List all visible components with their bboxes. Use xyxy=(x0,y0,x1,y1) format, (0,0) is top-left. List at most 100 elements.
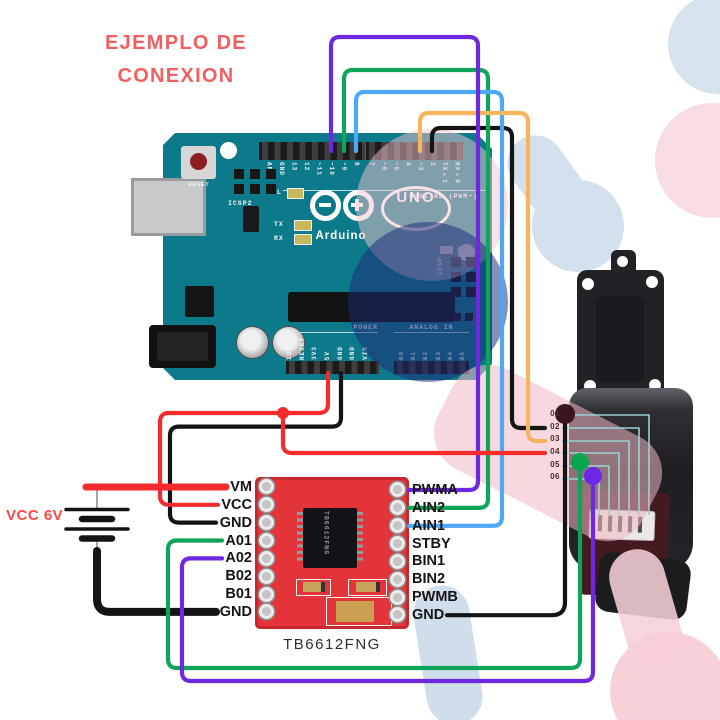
driver-pin-label: VCC xyxy=(221,496,252,513)
driver-pin-label: AIN1 xyxy=(412,517,446,534)
pin-label: 13 xyxy=(287,162,300,188)
pin-label-text: ~10 xyxy=(328,162,335,176)
driver-pin-hole xyxy=(390,482,405,498)
power-header xyxy=(286,361,379,374)
wire-d9-to-ain2 xyxy=(341,67,491,510)
page-title: EJEMPLO DE CONEXION xyxy=(80,27,272,93)
wire-a01-to-motor-05 xyxy=(165,459,583,671)
usb-connector xyxy=(131,178,206,236)
title-line-2: CONEXION xyxy=(117,65,235,87)
driver-chip-marking: TB6612FNG xyxy=(322,511,330,567)
pin-label-text: GND xyxy=(277,162,285,176)
driver-resistor-2 xyxy=(348,579,387,596)
driver-pin-row: PWMA xyxy=(390,481,520,499)
driver-pin-hole xyxy=(390,571,405,587)
arduino-logo-minus xyxy=(319,203,331,207)
motor-pin-number: 01 xyxy=(550,409,560,418)
usb-interface-chip xyxy=(243,206,259,232)
icsp2-header xyxy=(234,169,244,179)
driver-name-label: TB6612FNG xyxy=(283,636,381,653)
driver-pin-hole xyxy=(390,500,405,516)
encoder-trace-04 xyxy=(561,452,620,515)
capacitor-1 xyxy=(236,326,269,359)
driver-pin-row: A02 xyxy=(150,549,274,567)
battery-label: VCC 6V xyxy=(6,507,64,524)
wire-arduino-gnd-to-driver-gnd xyxy=(167,370,344,525)
led-tx-label: TX xyxy=(274,221,284,228)
driver-pin-label: VM xyxy=(230,478,252,495)
driver-pin-row: GND xyxy=(390,606,520,624)
arduino-brand: Arduino xyxy=(315,230,367,242)
wire-d8-to-ain1 xyxy=(353,89,505,528)
motor-terminal-dot-05 xyxy=(571,453,589,471)
driver-pin-label: PWMA xyxy=(412,481,458,498)
driver-pin-hole xyxy=(259,479,274,495)
driver-pin-hole xyxy=(390,589,405,605)
driver-pin-label: PWMB xyxy=(412,589,458,606)
silkscreen-line-power xyxy=(300,332,378,333)
driver-pin-hole xyxy=(259,550,274,566)
driver-pin-label: BIN2 xyxy=(412,571,446,588)
pin-label-text: ~9 xyxy=(340,162,348,172)
driver-pin-label: GND xyxy=(219,603,252,620)
arduino-logo-left-ring xyxy=(310,190,341,221)
wire-d10-to-pwma xyxy=(328,34,481,493)
pin-label: ~11 xyxy=(312,162,325,188)
gearbox-inner-panel xyxy=(596,296,644,382)
pin-label: 12 xyxy=(300,162,313,188)
motor-terminal-dot-06 xyxy=(584,467,602,485)
driver-pin-row: B02 xyxy=(150,567,274,585)
driver-pin-hole xyxy=(390,536,405,551)
driver-pin-label: B02 xyxy=(225,568,252,585)
driver-pin-row: PWMB xyxy=(390,588,520,606)
power-jack-inner xyxy=(157,332,208,361)
driver-pin-row: VCC xyxy=(150,496,274,514)
pin-label: GND xyxy=(275,162,288,188)
led-l-label: L xyxy=(277,189,282,196)
driver-pin-hole xyxy=(390,518,405,534)
wire-d3-to-motor-03 xyxy=(417,110,548,444)
watermark-navy-circle xyxy=(348,222,508,382)
driver-pin-hole xyxy=(259,586,274,602)
driver-pin-label: BIN1 xyxy=(412,553,446,570)
pin-label-text: 8 xyxy=(353,162,361,167)
driver-pin-row: AIN1 xyxy=(390,517,520,535)
watermark-pink-circle-bottomright xyxy=(610,632,720,720)
driver-pin-row: VM xyxy=(150,478,274,496)
watermark-blue-limb-right-joint xyxy=(532,180,624,272)
driver-pin-label: GND xyxy=(219,514,252,531)
driver-pin-row: BIN2 xyxy=(390,570,520,588)
driver-resistor-1-body xyxy=(303,582,325,592)
junction-dot-5v xyxy=(277,407,289,419)
capacitor-2 xyxy=(272,326,305,359)
driver-resistor-1 xyxy=(296,579,331,596)
driver-pin-hole xyxy=(390,607,405,623)
wire-d2-to-motor-02 xyxy=(429,125,548,431)
driver-chip-pins-right xyxy=(357,512,363,564)
wire-5v-branch-to-motor-04 xyxy=(280,410,548,456)
driver-pin-row: AIN2 xyxy=(390,499,520,517)
pin-label-text: ~11 xyxy=(315,162,323,176)
driver-pin-label: STBY xyxy=(412,535,451,552)
led-rx xyxy=(294,234,312,245)
driver-pin-hole xyxy=(259,497,274,513)
driver-pin-row: STBY xyxy=(390,535,520,553)
digital-header-left xyxy=(259,142,365,160)
motor-pin-number: 04 xyxy=(550,447,560,457)
driver-pin-hole xyxy=(259,515,274,531)
wire-driver-gnd-to-motor-01 xyxy=(444,411,568,618)
motor-mount-tab-hole xyxy=(617,256,628,267)
driver-chip-pins-left xyxy=(297,512,303,564)
driver-chip xyxy=(303,508,357,568)
pin-label: AREF xyxy=(262,162,275,188)
mount-hole-topleft xyxy=(220,142,237,159)
led-rx-label: RX xyxy=(274,235,284,242)
encoder-trace-01 xyxy=(561,414,650,515)
wire-5v-to-vcc xyxy=(157,370,331,507)
gearbox-hole xyxy=(646,276,658,288)
encoder-trace-02 xyxy=(561,427,640,515)
